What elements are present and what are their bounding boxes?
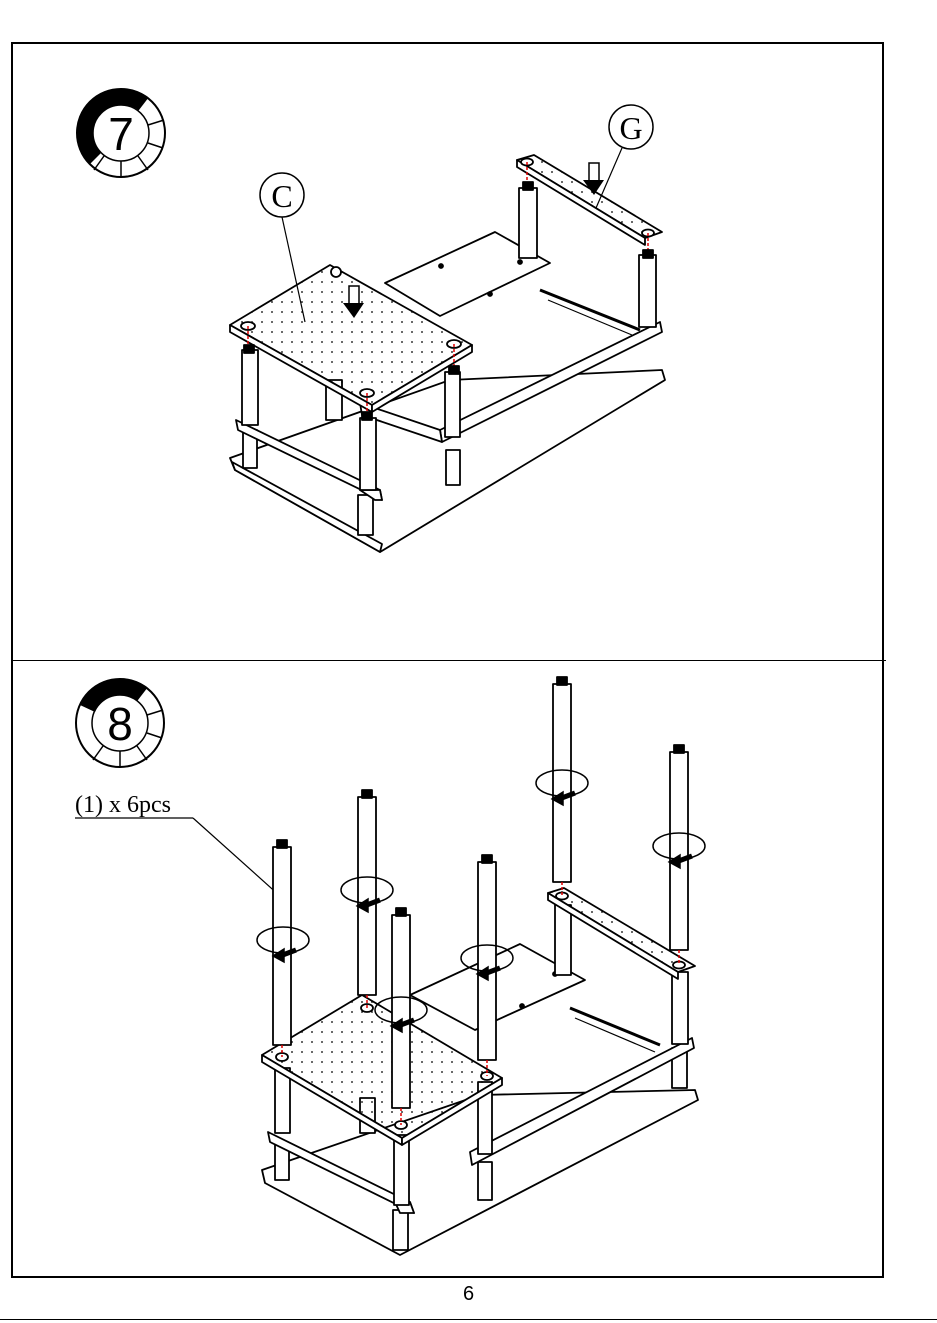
callout-c-label: C xyxy=(271,178,292,214)
step8-badge: 8 xyxy=(76,679,164,767)
hardware-note-text: (1) x 6pcs xyxy=(75,792,171,818)
step7-table-drawing xyxy=(230,155,665,552)
page-number: 6 xyxy=(0,1283,937,1306)
bottom-rule xyxy=(0,1319,937,1320)
step8-number: 8 xyxy=(107,698,133,750)
callout-g: G xyxy=(596,105,653,208)
step7-number: 7 xyxy=(108,108,134,160)
callout-g-label: G xyxy=(619,110,642,146)
hardware-note: (1) x 6pcs xyxy=(75,792,290,905)
step7-badge: 7 xyxy=(77,89,165,177)
step8-table-drawing xyxy=(262,677,698,1255)
